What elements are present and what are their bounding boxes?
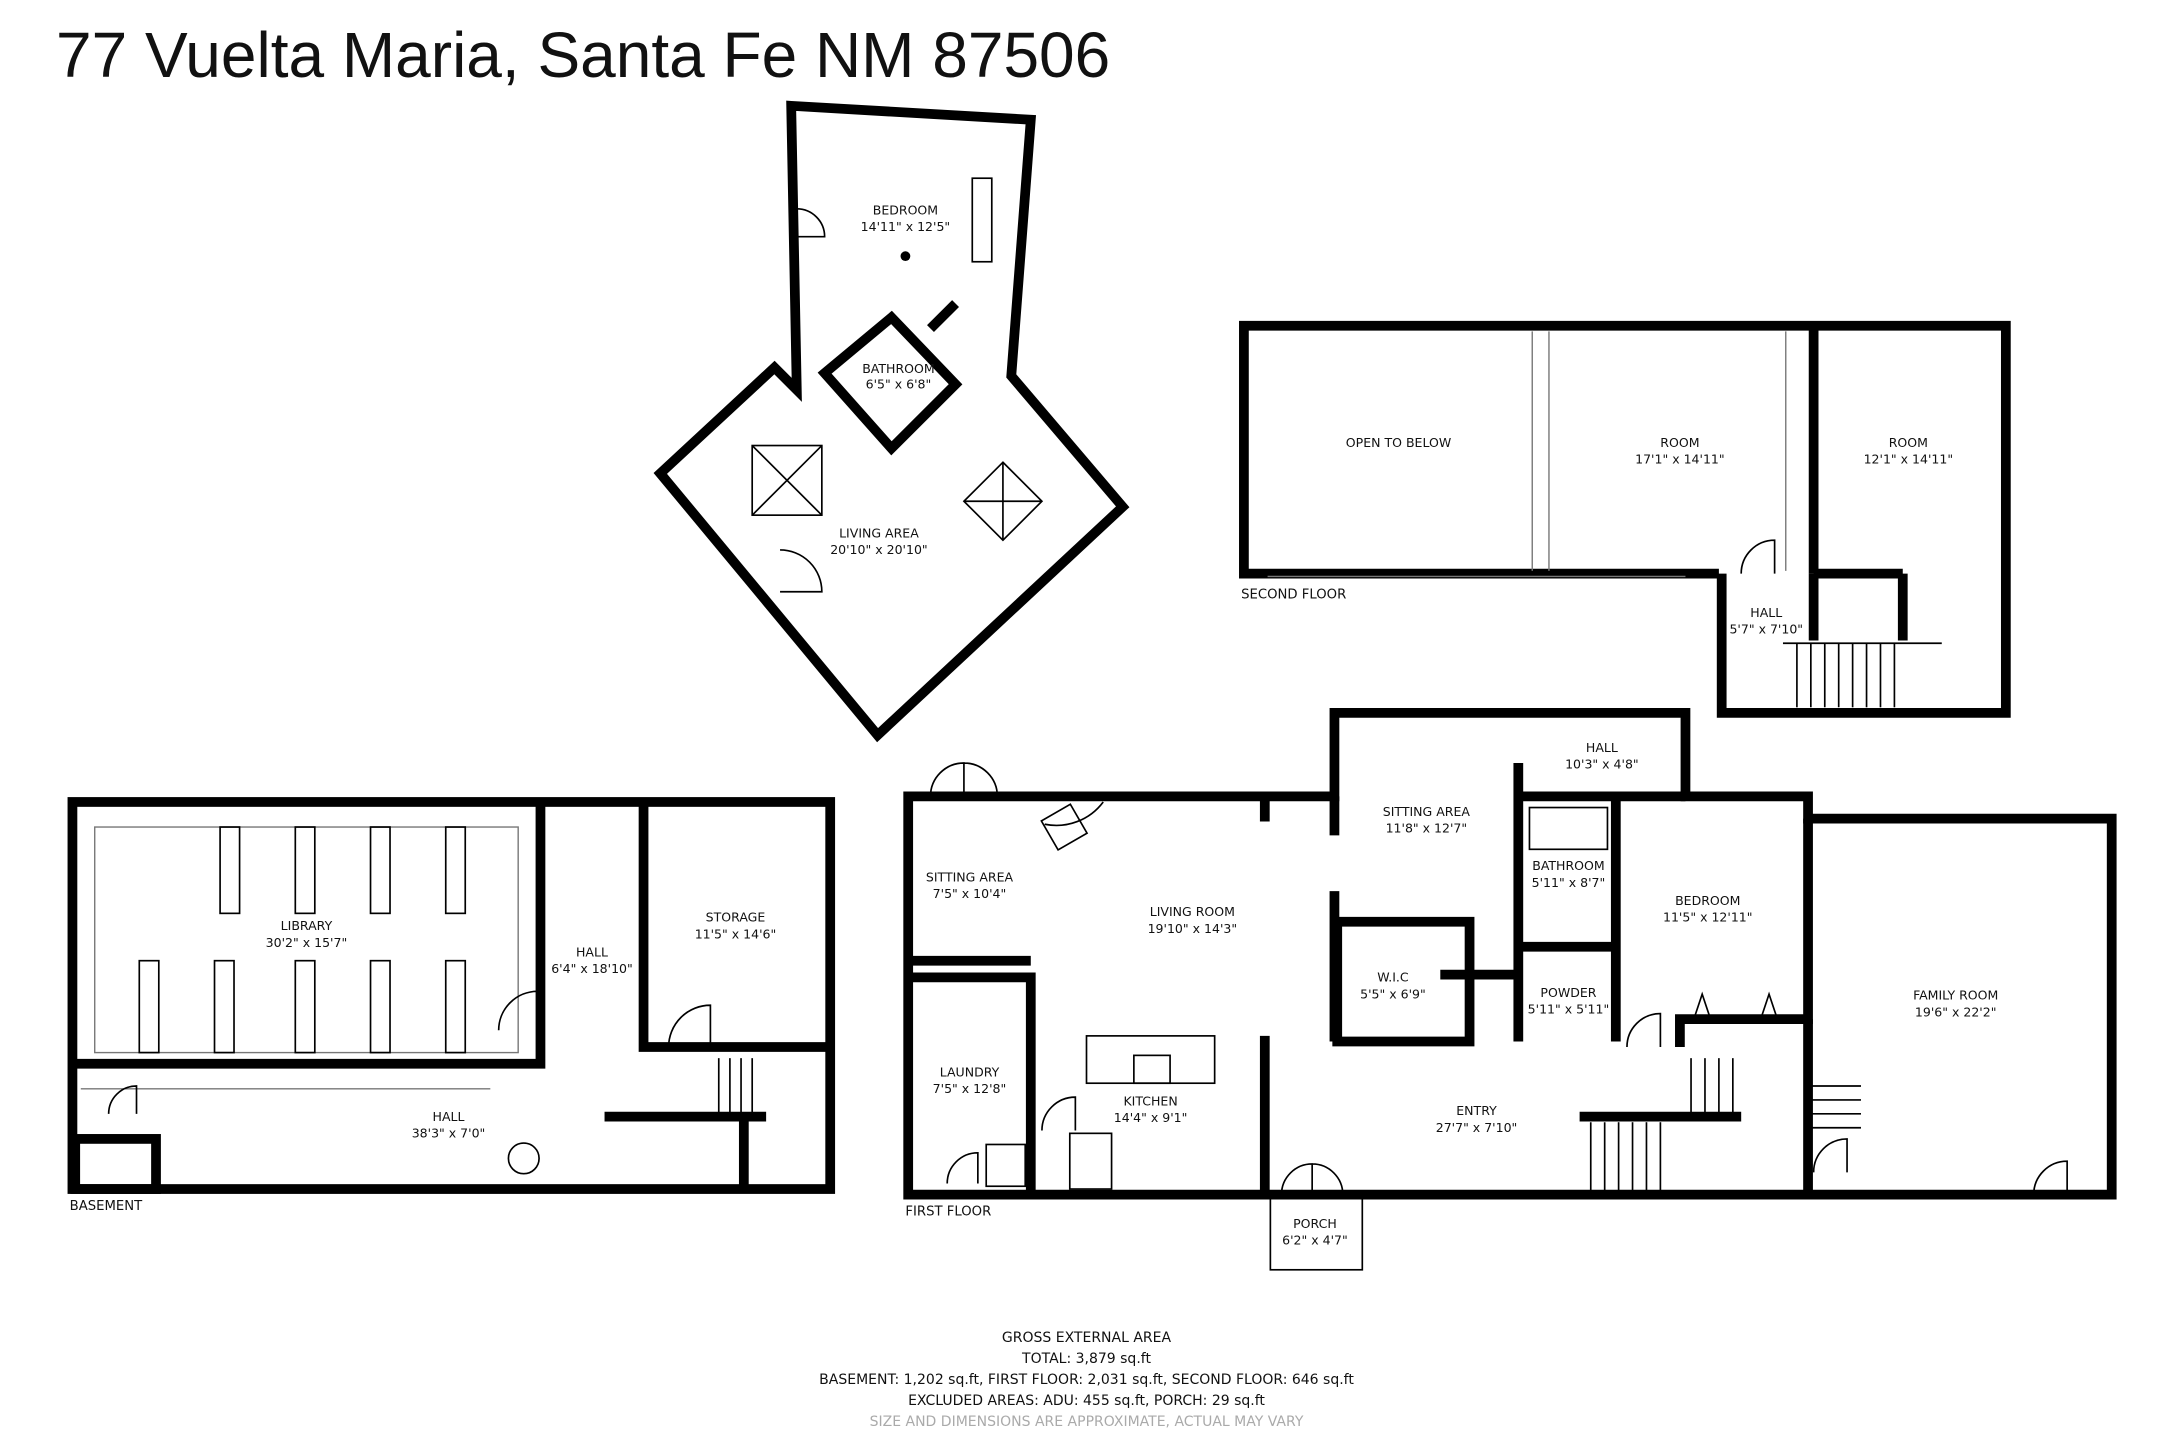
hall2-label: HALL xyxy=(1750,605,1782,620)
adu-bathroom-size: 6'5" x 6'8" xyxy=(866,376,932,391)
room2-label: ROOM xyxy=(1889,435,1928,450)
hall1-label: HALL xyxy=(1586,740,1618,755)
sitting2-size: 11'8" x 12'7" xyxy=(1386,821,1468,836)
storage-label: STORAGE xyxy=(706,910,766,925)
adu-living-label: LIVING AREA xyxy=(839,525,919,540)
bedroom-label: BEDROOM xyxy=(1675,893,1740,908)
area-breakdown: BASEMENT: 1,202 sq.ft, FIRST FLOOR: 2,03… xyxy=(819,1372,1354,1388)
bedroom-size: 11'5" x 12'11" xyxy=(1663,910,1753,925)
adu-plan xyxy=(653,100,1130,743)
first-floor-plan xyxy=(903,707,2117,1271)
laundry-label: LAUNDRY xyxy=(940,1064,1000,1079)
room2-size: 12'1" x 14'11" xyxy=(1864,452,1954,467)
library-label: LIBRARY xyxy=(281,918,333,933)
open-to-below-label: OPEN TO BELOW xyxy=(1346,435,1451,450)
adu-bathroom-label: BATHROOM xyxy=(862,361,934,376)
adu-living-size: 20'10" x 20'10" xyxy=(830,542,927,557)
area-excluded: EXCLUDED AREAS: ADU: 455 sq.ft, PORCH: 2… xyxy=(908,1393,1265,1409)
basement-label: BASEMENT xyxy=(70,1199,144,1214)
laundry-size: 7'5" x 12'8" xyxy=(933,1081,1007,1096)
bathroom-label: BATHROOM xyxy=(1532,858,1604,873)
adu-bedroom-size: 14'11" x 12'5" xyxy=(861,219,951,234)
wic-size: 5'5" x 6'9" xyxy=(1360,986,1426,1001)
second-floor-plan xyxy=(1239,320,2011,718)
living-room-size: 19'10" x 14'3" xyxy=(1148,921,1238,936)
basement-plan xyxy=(67,797,836,1194)
kitchen-label: KITCHEN xyxy=(1123,1093,1177,1108)
bookshelves xyxy=(138,826,467,1054)
stairs xyxy=(1782,642,1942,708)
room1-label: ROOM xyxy=(1660,435,1699,450)
living-room-label: LIVING ROOM xyxy=(1150,904,1235,919)
porch-label: PORCH xyxy=(1293,1216,1337,1231)
family-room-size: 19'6" x 22'2" xyxy=(1915,1004,1997,1019)
adu-bathroom-walls xyxy=(817,310,963,456)
page-title: 77 Vuelta Maria, Santa Fe NM 87506 xyxy=(56,19,1111,91)
first-floor-label: FIRST FLOOR xyxy=(905,1204,991,1219)
entry-size: 27'7" x 7'10" xyxy=(1436,1120,1518,1135)
porch-size: 6'2" x 4'7" xyxy=(1282,1233,1348,1248)
kitchen-size: 14'4" x 9'1" xyxy=(1114,1110,1188,1125)
basement-hall1-label: HALL xyxy=(576,945,608,960)
library-size: 30'2" x 15'7" xyxy=(266,935,348,950)
bathroom-size: 5'11" x 8'7" xyxy=(1532,875,1606,890)
adu-bedroom-label: BEDROOM xyxy=(873,202,938,217)
stairs-down xyxy=(1589,1058,1861,1192)
sitting2-label: SITTING AREA xyxy=(1383,804,1471,819)
kitchen-island xyxy=(1085,1035,1216,1085)
powder-label: POWDER xyxy=(1540,985,1596,1000)
powder-size: 5'11" x 5'11" xyxy=(1528,1002,1610,1017)
wic-label: W.I.C xyxy=(1377,970,1409,985)
entry-label: ENTRY xyxy=(1456,1103,1497,1118)
area-total: TOTAL: 3,879 sq.ft xyxy=(1022,1351,1151,1367)
basement-hall2-size: 38'3" x 7'0" xyxy=(412,1126,486,1141)
family-room-label: FAMILY ROOM xyxy=(1913,988,1998,1003)
fireplace-icon xyxy=(1040,803,1089,851)
basement-hall2-label: HALL xyxy=(433,1109,465,1124)
hall1-size: 10'3" x 4'8" xyxy=(1565,757,1639,772)
sitting1-size: 7'5" x 10'4" xyxy=(933,886,1007,901)
sitting1-label: SITTING AREA xyxy=(926,869,1014,884)
disclaimer: SIZE AND DIMENSIONS ARE APPROXIMATE, ACT… xyxy=(869,1414,1304,1430)
area-summary: GROSS EXTERNAL AREA TOTAL: 3,879 sq.ft B… xyxy=(0,1328,2173,1433)
basement-stairs xyxy=(717,1058,754,1114)
room1-size: 17'1" x 14'11" xyxy=(1635,452,1725,467)
porch xyxy=(1269,1193,1364,1271)
basement-hall1-size: 6'4" x 18'10" xyxy=(551,961,633,976)
area-heading: GROSS EXTERNAL AREA xyxy=(1001,1330,1172,1346)
hall2-size: 5'7" x 7'10" xyxy=(1729,622,1803,637)
second-floor-label: SECOND FLOOR xyxy=(1241,588,1346,603)
storage-size: 11'5" x 14'6" xyxy=(695,926,777,941)
skylight xyxy=(971,177,993,263)
